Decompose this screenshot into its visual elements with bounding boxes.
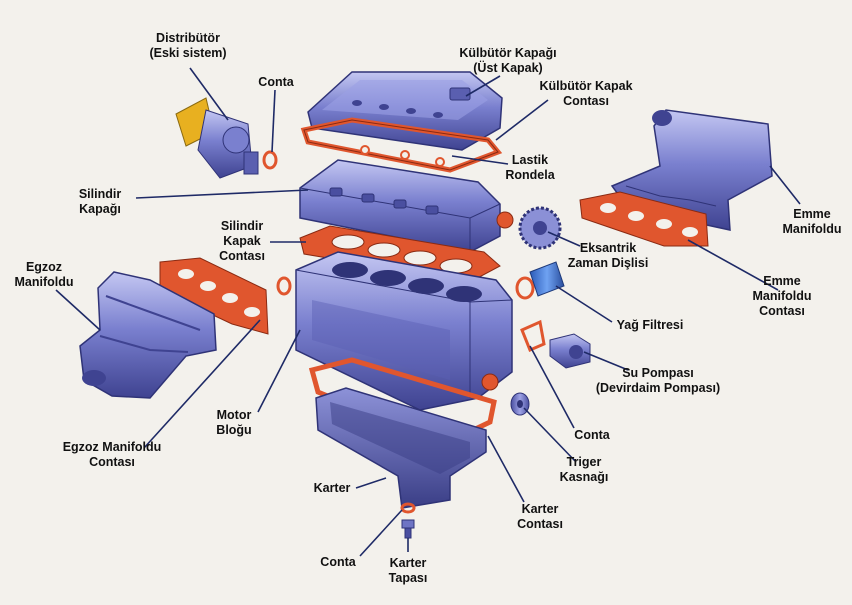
- label-karter-tapasi: Karter Tapası: [388, 556, 428, 585]
- head-gasket: [299, 225, 501, 283]
- label-kulbutor-kapagi: Külbütör Kapağı (Üst Kapak): [459, 46, 557, 75]
- label-silindir-kapak-contasi: Silindir Kapak Contası: [219, 219, 265, 263]
- exhaust-manifold: [79, 271, 217, 399]
- label-emme-manifoldu: Emme Manifoldu: [782, 207, 842, 236]
- timing-pulley: [510, 392, 530, 416]
- oil-pan: [315, 387, 487, 509]
- label-karter: Karter: [313, 481, 351, 495]
- label-su-pompasi: Su Pompası (Devirdaim Pompası): [595, 366, 721, 395]
- valve-cover-gasket: [300, 117, 503, 173]
- label-egzoz-manifoldu-contasi: Egzoz Manifoldu Contası: [62, 440, 162, 469]
- drain-plug-parts: [400, 502, 416, 539]
- label-conta-bottom: Conta: [320, 555, 356, 569]
- oil-filter: [515, 261, 565, 300]
- water-pump: [520, 319, 591, 369]
- label-eksantrik: Eksantrik Zaman Dişlisi: [567, 241, 649, 270]
- label-kulbutor-kapak-contasi: Külbütör Kapak Contası: [539, 79, 633, 108]
- label-karter-contasi: Karter Contası: [517, 502, 563, 531]
- label-egzoz-manifoldu: Egzoz Manifoldu: [14, 260, 74, 289]
- valve-cover: [307, 71, 503, 151]
- label-triger-kasnagi: Triger Kasnağı: [559, 455, 609, 484]
- label-emme-manifoldu-contasi: Emme Manifoldu Contası: [752, 274, 812, 318]
- label-conta-top: Conta: [258, 75, 294, 89]
- leader-lines: [55, 67, 801, 557]
- intake-manifold-gasket: [579, 191, 709, 247]
- distributor: [175, 97, 259, 179]
- label-lastik-rondela: Lastik Rondela: [505, 153, 555, 182]
- cylinder-head: [299, 159, 514, 253]
- label-yag-filtresi: Yağ Filtresi: [616, 318, 684, 332]
- distributor-seal: [262, 150, 278, 170]
- engine-block: [295, 251, 513, 411]
- oil-pan-gasket: [308, 357, 497, 447]
- label-conta-right: Conta: [574, 428, 610, 442]
- label-motor-blogu: Motor Bloğu: [216, 408, 252, 437]
- cam-gear: [518, 206, 562, 250]
- label-silindir-kapagi: Silindir Kapağı: [78, 187, 122, 216]
- label-distributor: Distribütör (Eski sistem): [149, 31, 227, 60]
